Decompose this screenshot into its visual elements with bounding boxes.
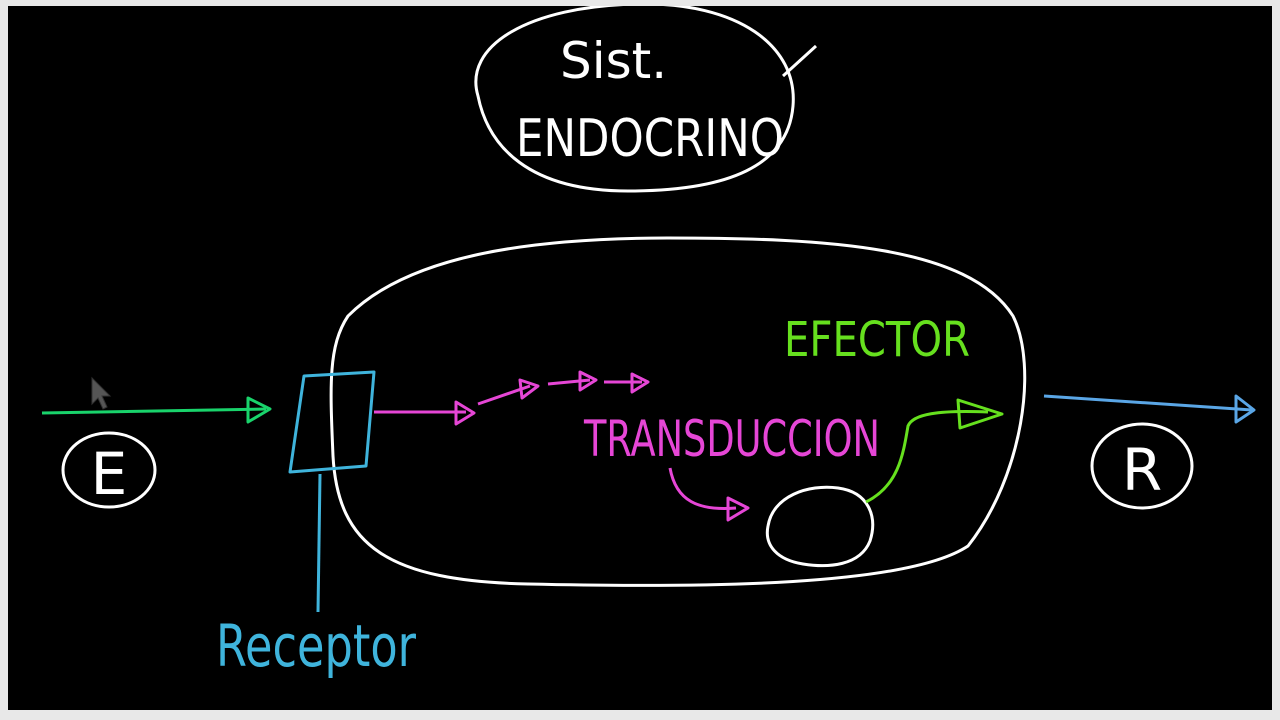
response-label: R — [1122, 436, 1162, 504]
efector-label: EFECTOR — [784, 312, 970, 368]
stimulus-arrow — [41, 396, 272, 424]
receptor-stem — [316, 473, 322, 613]
receptor-box — [288, 370, 376, 474]
nucleus-circle — [765, 485, 875, 568]
endocrine-system-node: Sist. ENDOCRINO — [474, 6, 818, 193]
stimulus-node: E — [61, 431, 157, 509]
sist-label: Sist. — [560, 32, 667, 90]
response-node: R — [1090, 422, 1194, 510]
endocrino-label: ENDOCRINO — [516, 109, 784, 169]
stimulus-label: E — [91, 440, 128, 508]
endocrine-ellipse — [474, 6, 795, 193]
receptor-label: Receptor — [216, 612, 416, 680]
cell-outline — [329, 236, 1027, 587]
mouse-cursor-icon — [91, 376, 112, 410]
response-arrow — [1043, 394, 1256, 424]
diagram: Sist. ENDOCRINO E Receptor TRANSDUCCION — [41, 6, 1256, 680]
effector-arrow — [865, 410, 989, 504]
response-circle — [1090, 422, 1194, 510]
whiteboard-canvas: Sist. ENDOCRINO E Receptor TRANSDUCCION — [8, 6, 1272, 710]
transduccion-label: TRANSDUCCION — [583, 410, 880, 468]
effector-node: EFECTOR — [784, 312, 1004, 504]
endocrine-ellipse-tail — [781, 44, 818, 78]
receptor-node: Receptor — [216, 370, 416, 680]
stimulus-circle — [61, 431, 157, 509]
effector-arrowhead — [956, 398, 1004, 430]
transduction-arrows — [374, 370, 750, 522]
